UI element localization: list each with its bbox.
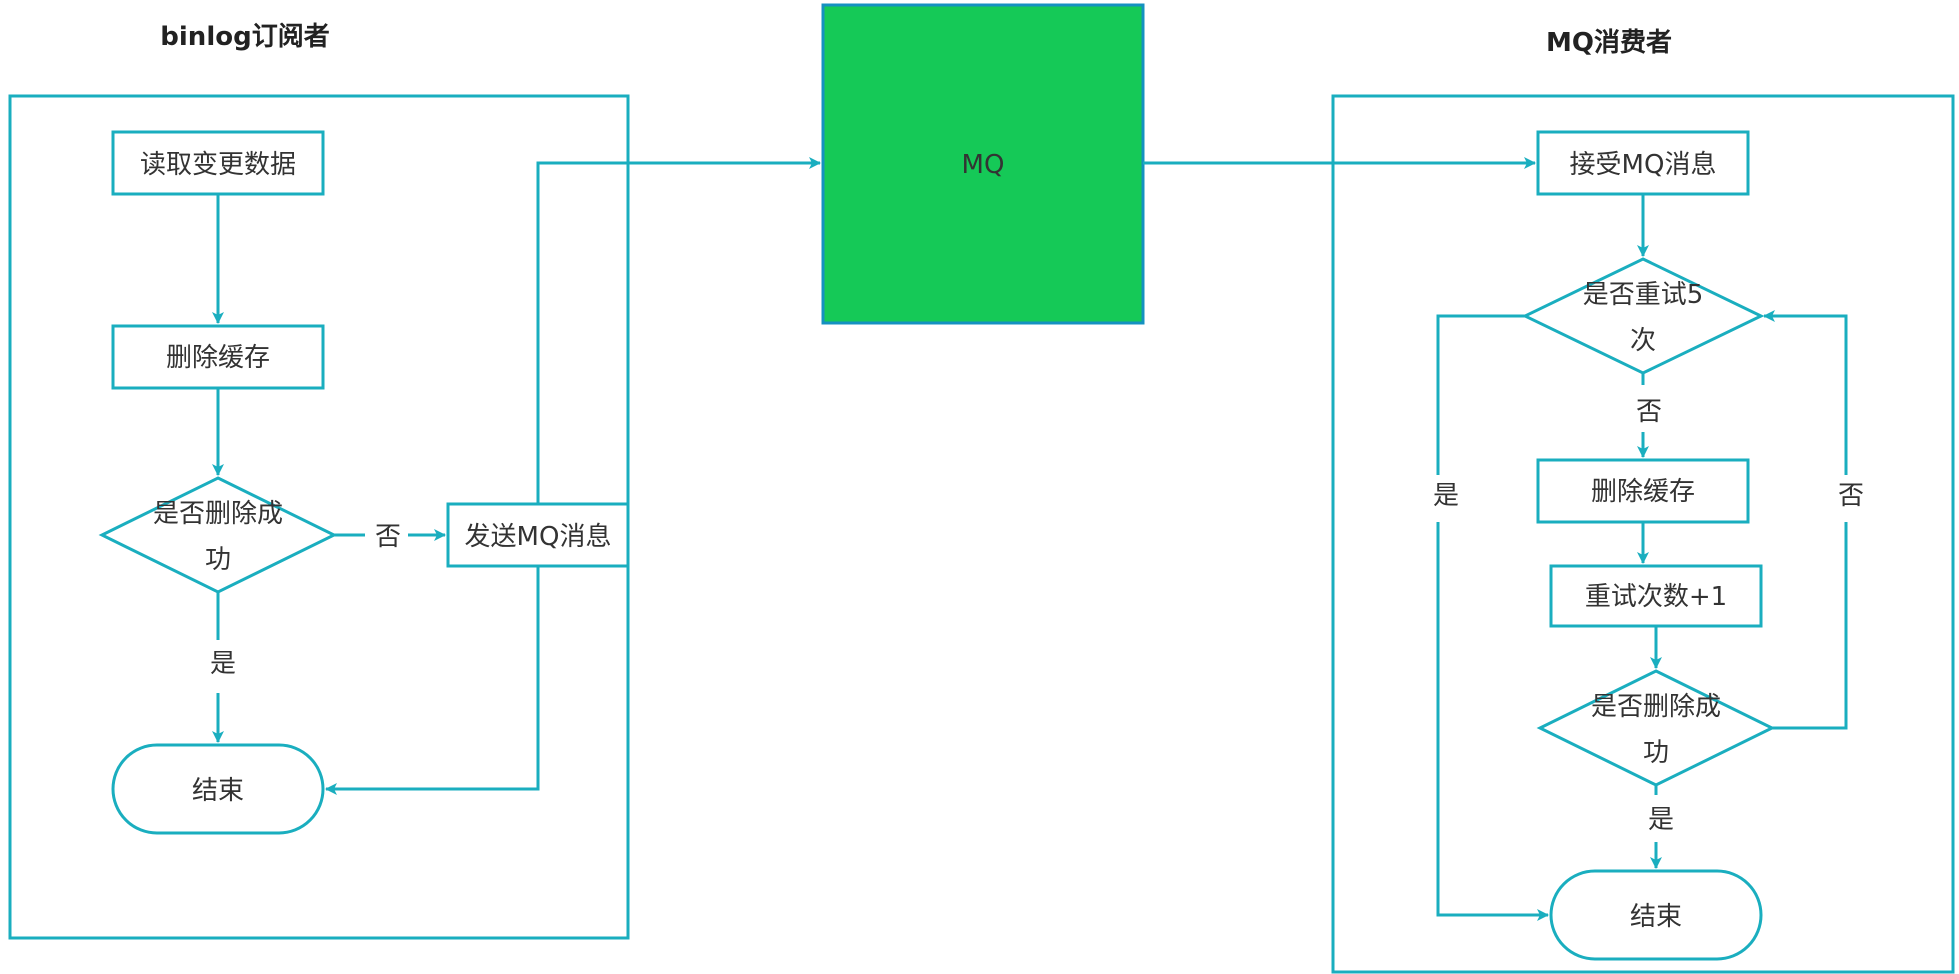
line-retry-yes-top [1436, 314, 1525, 475]
send-mq-label: 发送MQ消息 [465, 522, 612, 552]
yes-label-left-right: 是 [1433, 481, 1459, 511]
arrow-decision-no-to-retry [1763, 310, 1848, 475]
right-panel-container [1331, 94, 1955, 974]
receive-mq-node [1536, 130, 1750, 196]
delete-success-line2-right: 功 [1643, 738, 1669, 768]
left-panel-title: binlog订阅者 [160, 22, 329, 52]
retry-line1: 是否重试5 [1583, 280, 1704, 310]
retry-increment-label: 重试次数+1 [1585, 582, 1727, 612]
delete-success-line1-left: 是否删除成 [153, 499, 283, 529]
no-label-left: 否 [375, 522, 401, 552]
end-node-left [111, 743, 325, 835]
mq-node [821, 3, 1145, 325]
no-label-right-2: 否 [1838, 481, 1864, 511]
yes-label-left: 是 [210, 649, 236, 679]
end-label-left: 结束 [192, 776, 244, 806]
read-change-data-label: 读取变更数据 [140, 150, 296, 180]
end-node-right [1549, 869, 1763, 961]
right-panel-title: MQ消费者 [1546, 28, 1672, 58]
delete-cache-label-left: 删除缓存 [166, 343, 270, 373]
arrow-send-to-mq [536, 157, 821, 504]
retry-increment-node [1549, 564, 1763, 628]
mq-label: MQ [962, 150, 1005, 180]
yes-label-bottom-right: 是 [1648, 805, 1674, 835]
delete-cache-node-left [111, 324, 325, 390]
delete-cache-node-right [1536, 458, 1750, 524]
delete-success-line1-right: 是否删除成 [1591, 692, 1721, 722]
line-decision-no-bottom [1772, 522, 1848, 730]
delete-cache-label-right: 删除缓存 [1591, 477, 1695, 507]
no-label-right-1: 否 [1636, 397, 1662, 427]
send-mq-node [446, 502, 630, 568]
receive-mq-label: 接受MQ消息 [1570, 150, 1717, 180]
end-label-right: 结束 [1630, 902, 1682, 932]
delete-success-line2-left: 功 [205, 545, 231, 575]
retry-line2: 次 [1630, 326, 1656, 356]
arrow-send-to-end [325, 566, 540, 795]
arrow-retry-yes-to-end [1436, 522, 1549, 921]
